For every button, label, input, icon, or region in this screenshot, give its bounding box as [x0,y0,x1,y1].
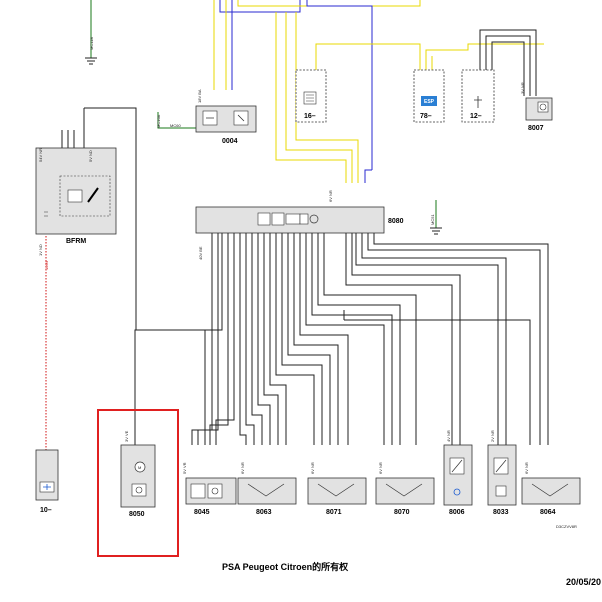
diagram-ref: D3CZVV8R [556,524,577,529]
connector-label-8050: 3V VE [124,430,129,442]
connector-label-8033: 2V NR [490,430,495,442]
component-12[interactable]: 12– [461,29,537,123]
component-8064[interactable]: 6V NR 8064 [521,462,581,516]
fan-icon [135,486,143,494]
gear-icon [309,214,319,224]
battery-icon [43,484,51,490]
connector-label-8007: 3V NR [520,82,525,94]
component-8071[interactable]: 6V NR 8071 [307,462,367,516]
solar-sensor-icon [495,485,507,497]
lamp-icon [474,96,482,108]
label-8033: 8033 [493,509,509,516]
wire-label-mc51: MC51 [430,214,435,225]
label-78: 78– [420,113,432,120]
flap-actuator-icon [385,483,423,497]
component-8033[interactable]: 2V NR 8033 [487,430,517,516]
component-8070[interactable]: 6V NR 8070 [375,462,435,516]
wire-label-1094: 1094 [44,260,49,270]
gear-icon [539,103,547,111]
label-8063: 8063 [256,509,272,516]
label-8050: 8050 [129,511,145,518]
component-78[interactable]: ESP 78– [413,43,544,123]
component-bfrm[interactable]: 54V NR 5V ND 1V ND BFRM [35,147,117,256]
connector-label-bfrm-right: 5V ND [88,150,93,162]
connector-label-8080-top: 6V NR [328,190,333,202]
wire-label-mc16a: MC16A [156,114,161,128]
flap-actuator-icon [317,483,355,497]
top-buses [213,0,421,183]
connector-label-bfrm-bottom: 1V ND [38,244,43,256]
label-8070: 8070 [394,509,410,516]
label-8064: 8064 [540,509,556,516]
label-16: 16– [304,113,316,120]
label-8007: 8007 [528,125,544,132]
red-dashed-wire: 1094 [44,236,49,450]
label-0004: 0004 [222,138,238,145]
svg-text:M: M [138,465,141,470]
fan-icon [211,487,219,495]
owner-caption: PSA Peugeot Citroen的所有权 [222,561,349,572]
component-16[interactable]: 16– [295,43,421,123]
footer-date: 20/05/20 [566,577,601,587]
label-8080: 8080 [388,218,404,225]
component-8045[interactable]: 5V VR 8045 [182,462,237,516]
connector-label-0004: 18V BA [197,89,202,103]
component-8007[interactable]: 3V NR 8007 [520,82,553,132]
gear-icon [453,488,461,496]
motor-icon [134,461,146,473]
connector-label-8063: 6V NR [240,462,245,474]
label-12: 12– [470,113,482,120]
component-10[interactable]: 10– [35,449,59,514]
component-8080[interactable]: 6V NR 40V BE 8080 [195,190,404,260]
highlight-box [97,409,179,557]
component-8006[interactable]: 4V NR 8006 [443,430,473,516]
component-0004[interactable]: 18V BA 0004 [195,89,257,145]
label-8045: 8045 [194,509,210,516]
flap-actuator-icon [531,483,569,497]
connector-label-8006: 4V NR [446,430,451,442]
wire-label-mc60: MC60 [170,123,181,128]
label-8071: 8071 [326,509,342,516]
harness-wires [134,233,549,445]
label-bfrm: BFRM [66,238,86,245]
connector-label-8064: 6V NR [524,462,529,474]
component-8050[interactable]: M 3V VE 8050 [120,430,156,518]
wire-label-mc11b: MC11B [89,37,94,50]
connector-label-8071: 6V NR [310,462,315,474]
flap-actuator-icon [247,483,285,497]
connector-label-8045: 5V VR [182,462,187,474]
svg-text:ESP: ESP [424,99,435,105]
esp-icon [421,96,437,106]
label-10: 10– [40,507,52,514]
connector-label-8070: 6V NR [378,462,383,474]
connector-label-bfrm-top: 54V NR [38,148,43,162]
component-8063[interactable]: 6V NR 8063 [237,462,297,516]
label-8006: 8006 [449,509,465,516]
connector-label-8080-left: 40V BE [198,246,203,260]
